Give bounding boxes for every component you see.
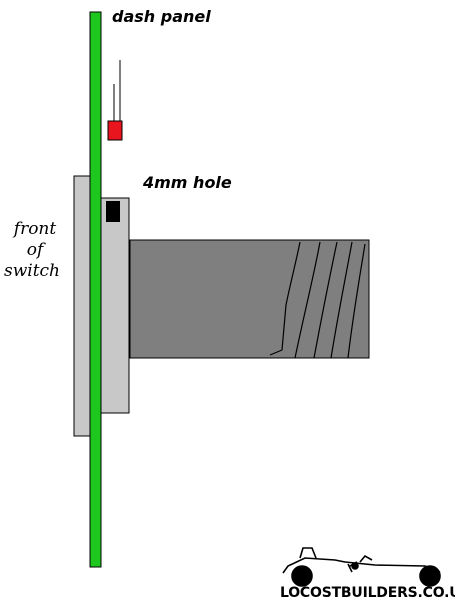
hole-4mm [106,201,120,222]
led-leader-lines [113,60,121,121]
dash-panel [89,11,102,568]
hole-label: 4mm hole [142,173,232,192]
front-of-switch-label-line2: of [27,240,46,260]
front-of-switch-label-line1: front [12,219,57,239]
switch-body [129,239,370,359]
dash-panel-label: dash panel [112,7,211,26]
logo-text: LOCOSTBUILDERS.CO.UK [280,585,455,600]
switch-thread-lines [269,241,366,359]
switch-inner-flange [100,197,130,414]
front-of-switch-label-line3: switch [4,261,60,281]
led-indicator [107,120,123,141]
car-logo-icon [282,547,441,587]
